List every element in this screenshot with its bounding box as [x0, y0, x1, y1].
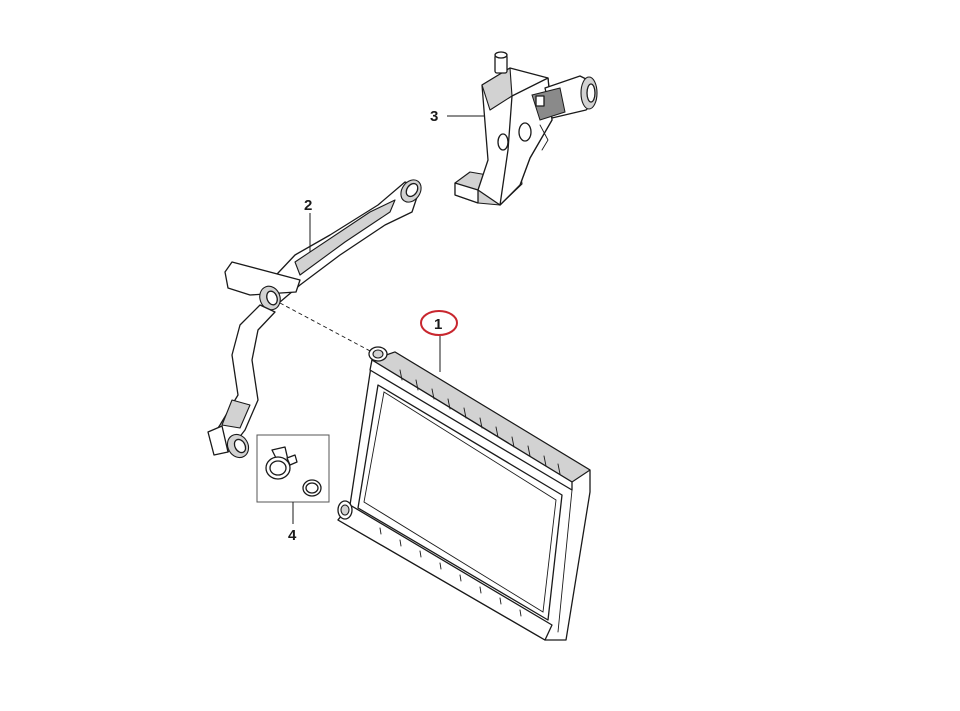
part-4-clamp-kit [256, 434, 330, 503]
part-3-valve-bracket [454, 51, 598, 206]
part-2-coolant-pipe [207, 179, 422, 459]
callout-part-4: 4 [288, 527, 297, 544]
part-1-heater-core [337, 346, 591, 641]
alignment-line [279, 302, 373, 353]
callout-part-3: 3 [430, 108, 438, 125]
callout-part-1: 1 [434, 316, 442, 333]
callout-part-2: 2 [304, 197, 312, 214]
callout-highlight-ring [420, 310, 458, 336]
